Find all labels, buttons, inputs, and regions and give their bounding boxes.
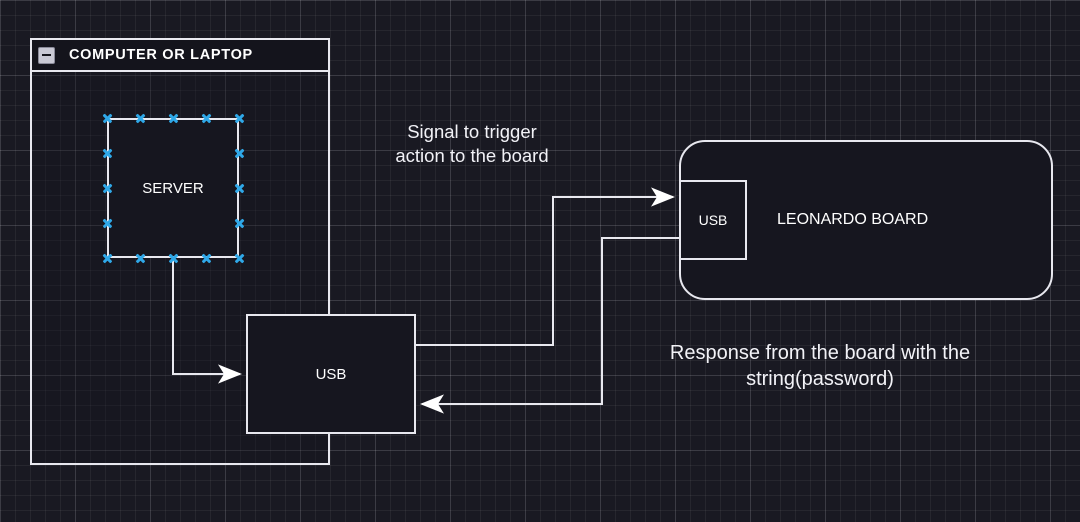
handle-e1[interactable] bbox=[234, 148, 245, 159]
edge-label-response: Response from the board with the string(… bbox=[669, 342, 971, 390]
handle-s2[interactable] bbox=[201, 253, 212, 264]
node-usb-computer[interactable]: USB bbox=[246, 314, 416, 434]
handle-n[interactable] bbox=[168, 113, 179, 124]
container-title: COMPUTER OR LAPTOP bbox=[69, 47, 253, 63]
handle-w2[interactable] bbox=[102, 218, 113, 229]
edge-signal-to-board bbox=[416, 187, 675, 346]
minus-square-icon[interactable] bbox=[38, 46, 55, 64]
handle-e2[interactable] bbox=[234, 218, 245, 229]
handle-n2[interactable] bbox=[201, 113, 212, 124]
node-server[interactable]: SERVER bbox=[107, 118, 239, 258]
handle-n1[interactable] bbox=[135, 113, 146, 124]
container-titlebar[interactable]: COMPUTER OR LAPTOP bbox=[30, 38, 330, 72]
handle-w[interactable] bbox=[102, 183, 113, 194]
node-leonardo-board-label: LEONARDO BOARD bbox=[777, 211, 929, 228]
container-computer-or-laptop[interactable]: COMPUTER OR LAPTOP bbox=[30, 38, 330, 465]
handle-w1[interactable] bbox=[102, 148, 113, 159]
handle-e[interactable] bbox=[234, 183, 245, 194]
handle-sw[interactable] bbox=[102, 253, 113, 264]
handle-s1[interactable] bbox=[135, 253, 146, 264]
handle-ne[interactable] bbox=[234, 113, 245, 124]
node-usb-computer-label: USB bbox=[315, 365, 347, 383]
node-leonardo-board[interactable]: LEONARDO BOARD bbox=[679, 140, 1053, 300]
edge-label-signal: Signal to trigger action to the board bbox=[395, 121, 549, 166]
handle-nw[interactable] bbox=[102, 113, 113, 124]
node-usb-board[interactable]: USB bbox=[679, 180, 747, 260]
handle-se[interactable] bbox=[234, 253, 245, 264]
handle-s[interactable] bbox=[168, 253, 179, 264]
node-usb-board-label: USB bbox=[698, 212, 728, 228]
edge-response-from-board bbox=[420, 237, 679, 414]
node-server-label: SERVER bbox=[142, 179, 204, 197]
edge-server-to-usb bbox=[172, 258, 242, 384]
